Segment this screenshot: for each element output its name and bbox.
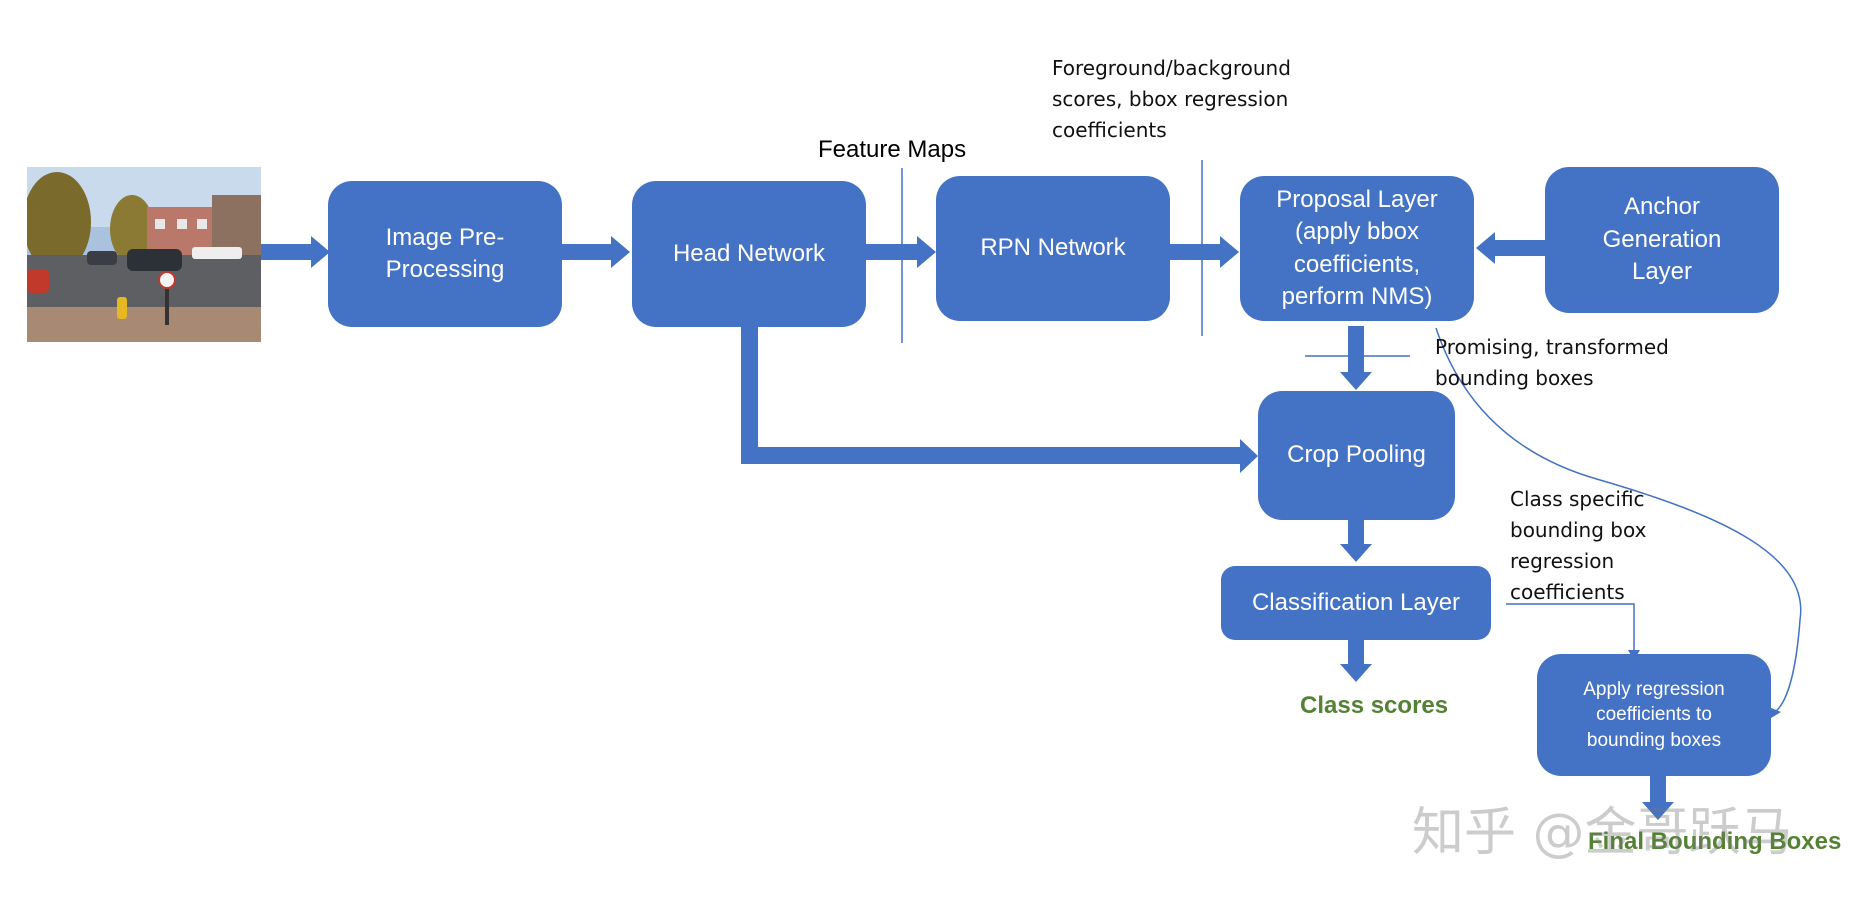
rpn-network-label: RPN Network — [980, 234, 1126, 262]
arrow-classification-to-scores — [1340, 640, 1372, 682]
arrow-anchor-to-proposal — [1476, 232, 1545, 264]
promising-boxes-label: Promising, transformed bounding boxes — [1435, 335, 1669, 390]
promising-boxes-curve — [1435, 327, 1802, 713]
rpn-network-box: RPN Network — [936, 176, 1170, 321]
promising-boxes-arrowhead — [1769, 707, 1781, 718]
proposal-layer-box: Proposal Layer (apply bbox coefficients,… — [1240, 176, 1474, 321]
head-network-box: Head Network — [632, 181, 866, 327]
arrow-head-to-crop — [741, 326, 1258, 473]
arrow-head-to-rpn — [866, 236, 936, 268]
class-specific-label: Class specific bounding box regression c… — [1510, 487, 1647, 604]
apply-regression-box: Apply regression coefficients to boundin… — [1537, 654, 1771, 776]
image-preprocessing-label: Image Pre- Processing — [385, 223, 505, 283]
class-specific-connector — [1506, 603, 1635, 652]
input-street-image — [27, 167, 261, 342]
classification-layer-box: Classification Layer — [1221, 566, 1491, 640]
final-boxes-output: Final Bounding Boxes — [1588, 828, 1842, 855]
arrow-preprocessing-to-head — [562, 236, 630, 268]
watermark: 知乎 @金哥跃马 — [1412, 803, 1793, 863]
arrow-image-to-preprocessing — [261, 236, 330, 268]
image-preprocessing-box: Image Pre- Processing — [328, 181, 562, 327]
arrow-proposal-to-crop — [1340, 326, 1372, 390]
anchor-generation-label: Anchor Generation Layer — [1602, 193, 1722, 286]
crop-pooling-box: Crop Pooling — [1258, 391, 1455, 520]
arrow-regression-to-final — [1642, 776, 1674, 820]
arrow-rpn-to-proposal — [1170, 236, 1239, 268]
crop-pooling-label: Crop Pooling — [1287, 441, 1426, 469]
arrow-crop-to-classification — [1340, 519, 1372, 562]
rpn-outputs-label: Foreground/background scores, bbox regre… — [1052, 56, 1291, 142]
proposal-layer-label: Proposal Layer (apply bbox coefficients,… — [1276, 185, 1438, 310]
feature-maps-label: Feature Maps — [818, 136, 967, 163]
apply-regression-label: Apply regression coefficients to boundin… — [1583, 678, 1725, 751]
anchor-generation-box: Anchor Generation Layer — [1545, 167, 1779, 313]
class-scores-output: Class scores — [1300, 692, 1449, 719]
head-network-label: Head Network — [672, 239, 826, 267]
classification-layer-label: Classification Layer — [1251, 588, 1461, 616]
